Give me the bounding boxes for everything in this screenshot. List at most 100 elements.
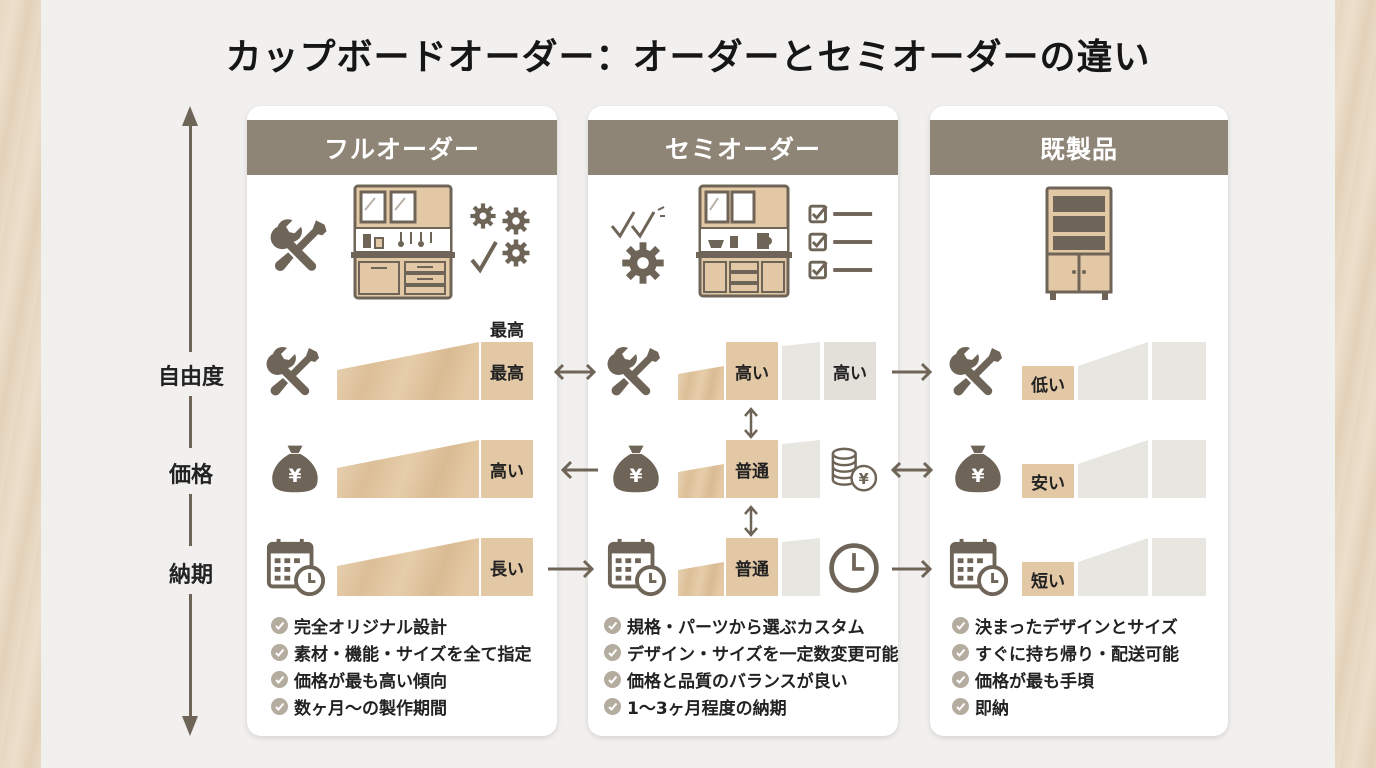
gear-icon bbox=[620, 240, 666, 286]
axis-line bbox=[189, 494, 192, 546]
delivery-bar bbox=[678, 562, 724, 596]
freedom-bar-empty bbox=[1152, 342, 1206, 400]
delivery-value: 長い bbox=[481, 538, 533, 596]
price-bar-empty bbox=[782, 440, 820, 498]
price-bar-empty bbox=[1078, 440, 1148, 498]
list-item: 価格と品質のバランスが良い bbox=[604, 666, 899, 693]
checklist-icon bbox=[808, 232, 876, 252]
calendar-clock-icon bbox=[606, 536, 668, 598]
freedom-bar bbox=[337, 342, 479, 400]
check-circle-icon bbox=[952, 671, 969, 688]
check-circle-icon bbox=[271, 671, 288, 688]
freedom-value: 高い bbox=[726, 342, 778, 400]
check-circle-icon bbox=[604, 644, 621, 661]
card-full-order: フルオーダー 最高 最高 高い 長い 完全オリジナル設計 素材・機能・サイズを全… bbox=[247, 106, 557, 736]
clock-icon bbox=[826, 540, 882, 596]
calendar-clock-icon bbox=[948, 536, 1010, 598]
price-bar bbox=[337, 440, 479, 498]
check-mark-icon bbox=[470, 241, 498, 274]
list-item: すぐに持ち帰り・配送可能 bbox=[952, 639, 1179, 666]
card-header: 既製品 bbox=[930, 120, 1228, 175]
right-arrow-icon bbox=[548, 559, 595, 579]
calendar-clock-icon bbox=[265, 536, 327, 598]
cupboard-icon bbox=[351, 184, 455, 300]
up-down-arrow-icon bbox=[744, 407, 758, 439]
cupboard-icon bbox=[696, 184, 792, 298]
axis-line bbox=[189, 594, 192, 718]
list-item: 素材・機能・サイズを全て指定 bbox=[271, 639, 532, 666]
gear-icon bbox=[469, 202, 497, 230]
check-circle-icon bbox=[271, 698, 288, 715]
delivery-value: 短い bbox=[1022, 562, 1074, 596]
list-item: 即納 bbox=[952, 693, 1179, 720]
tools-icon bbox=[265, 342, 325, 402]
card-ready-made: 既製品 低い 安い 短い 決まったデザインとサイズ すぐに持ち帰り・配送可能 価… bbox=[930, 106, 1228, 736]
list-item: 価格が最も高い傾向 bbox=[271, 666, 532, 693]
left-arrow-icon bbox=[560, 460, 598, 480]
axis-label-freedom: 自由度 bbox=[157, 365, 224, 390]
feature-list: 完全オリジナル設計 素材・機能・サイズを全て指定 価格が最も高い傾向 数ヶ月〜の… bbox=[271, 612, 532, 720]
check-circle-icon bbox=[604, 617, 621, 634]
price-value: 安い bbox=[1022, 464, 1074, 498]
delivery-bar-empty bbox=[1152, 538, 1206, 596]
price-bar bbox=[678, 464, 724, 498]
freedom-bar-empty bbox=[1078, 342, 1148, 400]
cabinet-icon bbox=[1045, 186, 1113, 300]
price-value: 普通 bbox=[726, 440, 778, 498]
up-down-arrow-icon bbox=[744, 505, 758, 537]
right-arrow-icon bbox=[892, 559, 933, 579]
price-bar-empty bbox=[1152, 440, 1206, 498]
delivery-bar-empty bbox=[1078, 538, 1148, 596]
page-title: カップボードオーダー：オーダーとセミオーダーの違い bbox=[225, 37, 1151, 78]
checklist-icon bbox=[808, 204, 876, 224]
money-bag-yen-icon bbox=[608, 438, 664, 498]
axis-label-price: 価格 bbox=[168, 463, 213, 488]
card-header: セミオーダー bbox=[588, 120, 898, 175]
check-circle-icon bbox=[604, 698, 621, 715]
card-semi-order: セミオーダー 高い 高い 普通 普通 bbox=[588, 106, 899, 736]
tools-icon bbox=[606, 342, 666, 402]
list-item: 決まったデザインとサイズ bbox=[952, 612, 1179, 639]
delivery-bar bbox=[337, 538, 479, 596]
right-arrow-icon bbox=[892, 362, 933, 382]
feature-list: 決まったデザインとサイズ すぐに持ち帰り・配送可能 価格が最も手頃 即納 bbox=[952, 612, 1179, 720]
price-value: 高い bbox=[481, 440, 533, 498]
check-circle-icon bbox=[604, 671, 621, 688]
check-marks-icon bbox=[610, 206, 665, 239]
checklist-icon bbox=[808, 260, 876, 280]
check-circle-icon bbox=[952, 698, 969, 715]
left-right-arrow-icon bbox=[553, 363, 597, 381]
check-circle-icon bbox=[271, 644, 288, 661]
axis-line bbox=[189, 124, 192, 352]
freedom-value: 最高 bbox=[481, 342, 533, 400]
list-item: 完全オリジナル設計 bbox=[271, 612, 532, 639]
axis-line bbox=[189, 396, 192, 448]
card-header: フルオーダー bbox=[247, 120, 557, 175]
freedom-side-value: 高い bbox=[824, 342, 876, 400]
axis-arrow-down-icon bbox=[182, 716, 198, 736]
delivery-bar-empty bbox=[782, 538, 820, 596]
axis-arrow-up-icon bbox=[182, 106, 198, 126]
list-item: 価格が最も手頃 bbox=[952, 666, 1179, 693]
money-bag-yen-icon bbox=[267, 438, 323, 498]
gear-icon bbox=[501, 206, 531, 236]
check-circle-icon bbox=[952, 644, 969, 661]
tools-icon bbox=[269, 214, 333, 278]
list-item: 規格・パーツから選ぶカスタム bbox=[604, 612, 899, 639]
coins-yen-icon bbox=[828, 444, 880, 496]
freedom-value: 低い bbox=[1022, 366, 1074, 400]
check-circle-icon bbox=[952, 617, 969, 634]
list-item: 1〜3ヶ月程度の納期 bbox=[604, 693, 899, 720]
freedom-bar bbox=[678, 366, 724, 400]
feature-list: 規格・パーツから選ぶカスタム デザイン・サイズを一定数変更可能 価格と品質のバラ… bbox=[604, 612, 899, 720]
delivery-value: 普通 bbox=[726, 538, 778, 596]
top-note: 最高 bbox=[490, 321, 524, 341]
check-circle-icon bbox=[271, 617, 288, 634]
gear-icon bbox=[501, 238, 531, 268]
list-item: デザイン・サイズを一定数変更可能 bbox=[604, 639, 899, 666]
axis-label-delivery: 納期 bbox=[168, 563, 213, 588]
freedom-bar-empty bbox=[782, 342, 820, 400]
list-item: 数ヶ月〜の製作期間 bbox=[271, 693, 532, 720]
money-bag-yen-icon bbox=[950, 438, 1006, 498]
tools-icon bbox=[948, 342, 1008, 402]
